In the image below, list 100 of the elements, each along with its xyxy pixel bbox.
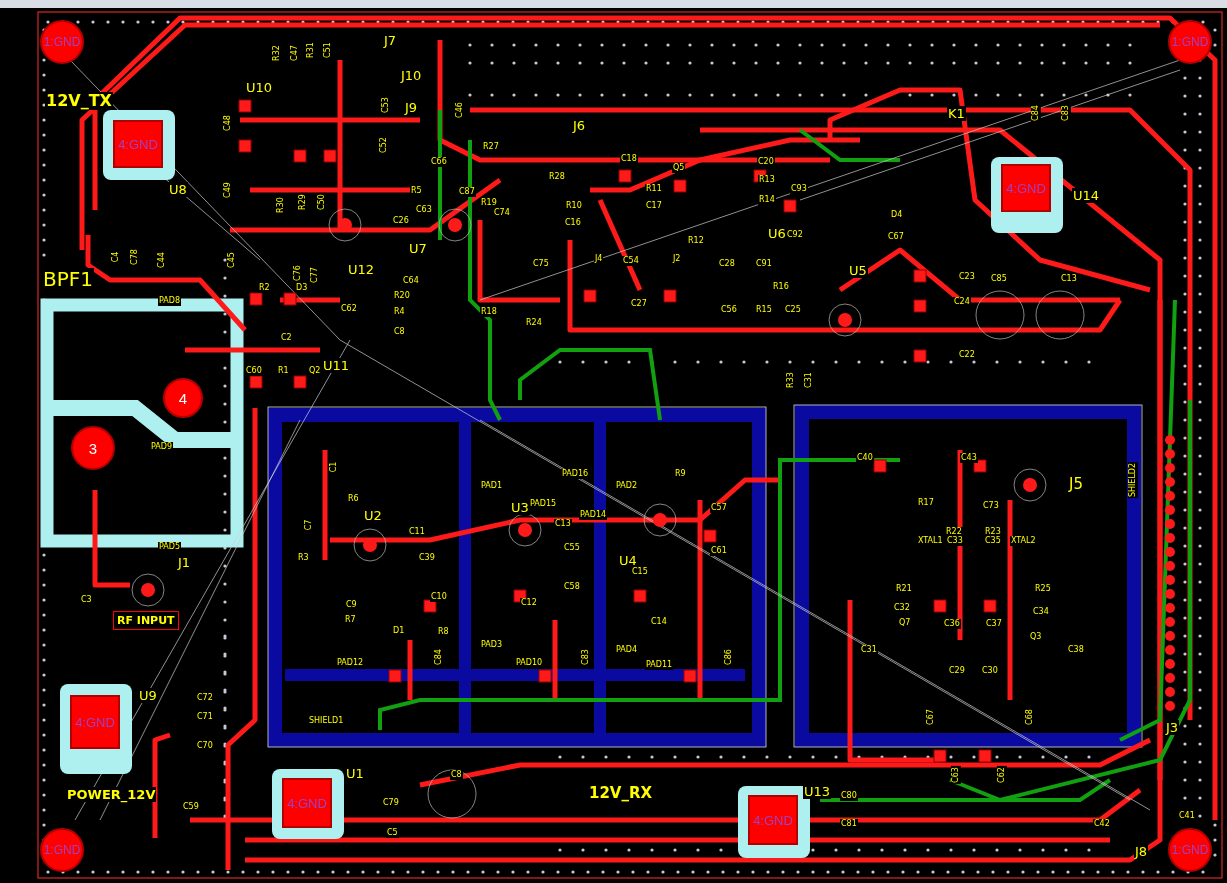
component-designator: C12 (520, 598, 538, 608)
ground-pad: 4:GND (284, 780, 330, 826)
part-label: U2 (363, 508, 383, 523)
component-designator: C78 (129, 248, 140, 266)
component-designator: C76 (292, 264, 303, 282)
component-designator: C62 (996, 766, 1007, 784)
part-label: U13 (803, 784, 832, 799)
part-label: U10 (245, 80, 274, 95)
component-designator: R17 (917, 498, 935, 508)
component-designator: C16 (564, 218, 582, 228)
component-designator: C36 (943, 619, 961, 629)
component-designator: C66 (430, 157, 448, 167)
component-designator: C39 (418, 553, 436, 563)
component-designator: C64 (402, 276, 420, 286)
part-label: U1 (345, 766, 365, 781)
component-designator: D1 (392, 626, 406, 636)
component-designator: C41 (1178, 811, 1196, 821)
part-label: U5 (848, 263, 868, 278)
component-designator: R23 (984, 527, 1002, 537)
component-designator: SHIELD1 (308, 716, 345, 726)
component-designator: C23 (958, 272, 976, 282)
component-designator: C67 (887, 232, 905, 242)
part-label: U8 (168, 182, 188, 197)
component-designator: C68 (1024, 708, 1035, 726)
component-designator: J4 (594, 254, 604, 264)
component-designator: PAD4 (615, 645, 639, 655)
component-designator: XTAL1 (917, 536, 944, 546)
component-designator: R6 (347, 494, 360, 504)
component-designator: C28 (718, 259, 736, 269)
component-designator: D4 (890, 210, 904, 220)
ground-pad: 4:GND (1003, 166, 1049, 210)
component-designator: PAD11 (645, 660, 674, 670)
component-designator: C59 (182, 802, 200, 812)
part-label: J8 (1134, 844, 1149, 859)
component-designator: Q7 (898, 618, 912, 628)
component-designator: C31 (803, 371, 814, 389)
component-designator: C72 (196, 693, 214, 703)
part-label: 12V_RX (588, 785, 654, 802)
component-designator: C24 (953, 297, 971, 307)
component-designator: C26 (392, 216, 410, 226)
component-designator: R11 (645, 184, 663, 194)
component-designator: C13 (554, 519, 572, 529)
part-label: U14 (1072, 188, 1101, 203)
ground-pad: 4:GND (72, 697, 118, 747)
component-designator: C57 (710, 503, 728, 513)
component-designator: D3 (295, 283, 309, 293)
component-designator: R33 (785, 371, 796, 389)
component-designator: C67 (925, 708, 936, 726)
component-designator: R22 (945, 527, 963, 537)
component-designator: C14 (650, 617, 668, 627)
component-designator: C49 (222, 181, 233, 199)
component-designator: R25 (1034, 584, 1052, 594)
part-label: BPF1 (42, 268, 94, 290)
component-designator: C74 (493, 208, 511, 218)
component-designator: C84 (433, 648, 444, 666)
component-designator: R27 (482, 142, 500, 152)
component-designator: C84 (1030, 104, 1041, 122)
component-designator: R7 (344, 615, 357, 625)
component-designator: C79 (382, 798, 400, 808)
component-designator: C52 (378, 136, 389, 154)
component-designator: C5 (386, 828, 399, 838)
component-designator: C34 (1032, 607, 1050, 617)
component-designator: C55 (563, 543, 581, 553)
component-designator: R4 (393, 307, 406, 317)
component-designator: C87 (458, 187, 476, 197)
component-designator: C43 (960, 453, 978, 463)
component-designator: C93 (790, 184, 808, 194)
component-designator: R15 (755, 305, 773, 315)
component-designator: R31 (305, 41, 316, 59)
ground-pad: 4:GND (115, 122, 161, 166)
component-designator: C40 (856, 453, 874, 463)
component-designator: R24 (525, 318, 543, 328)
component-designator: C46 (454, 101, 465, 119)
component-designator: C44 (156, 251, 167, 269)
component-designator: PAD9 (150, 442, 174, 452)
component-designator: C9 (345, 600, 358, 610)
component-designator: J2 (672, 254, 682, 264)
component-designator: R9 (674, 469, 687, 479)
component-designator: C25 (784, 305, 802, 315)
component-designator: C42 (1093, 819, 1111, 829)
component-designator: C51 (322, 41, 333, 59)
component-designator: R12 (687, 236, 705, 246)
component-designator: C48 (222, 114, 233, 132)
component-designator: R21 (895, 584, 913, 594)
component-designator: R29 (297, 193, 308, 211)
component-designator: C91 (755, 259, 773, 269)
component-designator: PAD1 (480, 481, 504, 491)
component-designator: C92 (786, 230, 804, 240)
part-label: J7 (383, 33, 398, 48)
part-label: U12 (347, 262, 376, 277)
component-designator: R19 (480, 198, 498, 208)
component-designator: C47 (289, 44, 300, 62)
component-designator: R2 (258, 283, 271, 293)
component-designator: C86 (723, 648, 734, 666)
component-designator: C27 (630, 299, 648, 309)
component-designator: C70 (196, 741, 214, 751)
component-designator: R3 (297, 553, 310, 563)
part-label: U9 (138, 688, 158, 703)
component-designator: C58 (563, 582, 581, 592)
component-designator: PAD14 (579, 510, 608, 520)
